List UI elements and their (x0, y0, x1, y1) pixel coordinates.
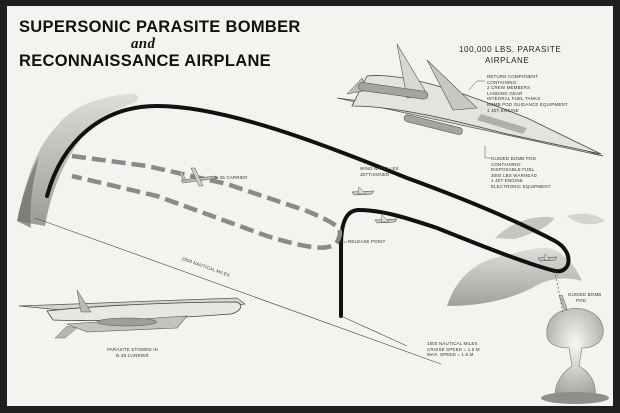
parasite-stowed-label: PARASITE STOWED IN B-36 CARRIER (107, 347, 159, 358)
guided-bomb-pod-icon (558, 294, 568, 311)
nautical-1500-label: 1500 NAUTICAL MILES CRUISE SPEED = 1.5 M… (427, 341, 480, 358)
return-aircraft-icon (537, 253, 558, 262)
parasite-airplane-label: 100,000 LBS. PARASITE AIRPLANE (459, 45, 562, 65)
mission-diagram (17, 43, 609, 404)
range-line-2500 (34, 217, 442, 365)
post-release-aircraft-icon (374, 214, 398, 224)
parasite-flight-path (45, 103, 571, 318)
title-line-3: RECONNAISSANCE AIRPLANE (19, 52, 271, 70)
title-line-2: and (131, 36, 156, 52)
b36-in-flight-icon (178, 167, 218, 187)
b36-carrier-label: B-36 CARRIER (215, 175, 248, 180)
nacelle-jettison-aircraft-icon (351, 186, 375, 196)
return-component-label: RETURN COMPONENT CONTAINING: 2 CREW MEMB… (487, 74, 568, 113)
range-line-1500 (340, 315, 408, 347)
guided-bomb-pod-leader (484, 146, 491, 159)
mushroom-cloud (541, 308, 609, 404)
carrier-flight-path (71, 153, 343, 250)
parasite-airplane-illustration (336, 43, 604, 157)
guided-bomb-impact-label: GUIDED BOMB POD (568, 292, 602, 303)
release-point-label: RELEASE POINT (348, 239, 386, 244)
bomb-trajectory (554, 270, 564, 315)
poster: SUPERSONIC PARASITE BOMBER and RECONNAIS… (7, 6, 613, 406)
guided-bomb-pod-label: GUIDED BOMB POD CONTAINING: DISPOSABLE F… (491, 156, 551, 189)
wing-nacelles-label: WING NACELLES JETTISONED (360, 166, 399, 177)
b36-carrier-illustration (18, 289, 246, 339)
title-line-1: SUPERSONIC PARASITE BOMBER (19, 18, 301, 36)
return-component-leader (468, 80, 485, 91)
